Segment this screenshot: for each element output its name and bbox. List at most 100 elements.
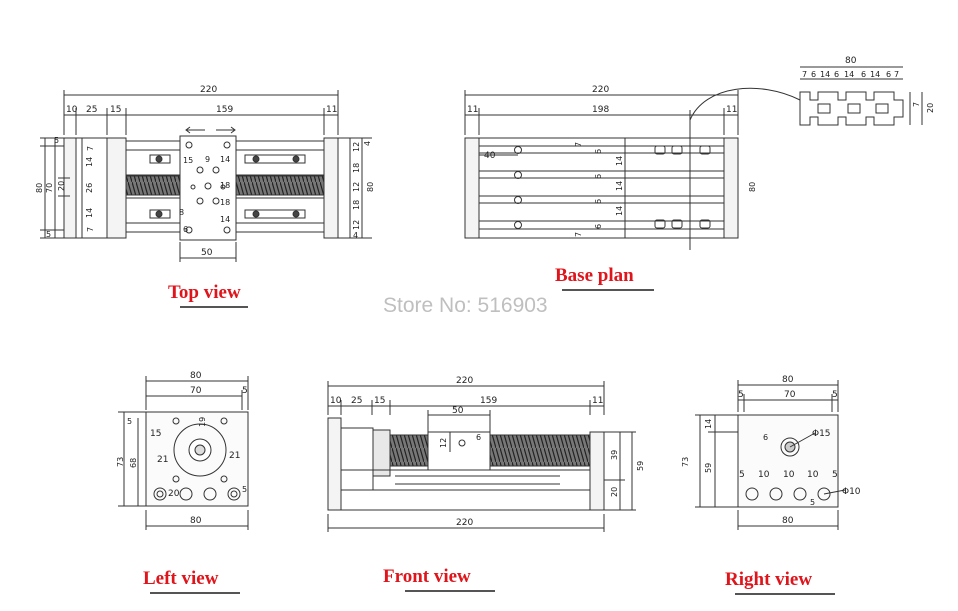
dim-profile-80: 80 [845,56,857,66]
dim-front-39: 39 [610,450,619,460]
dim-left-70: 70 [190,386,202,396]
dim-base-6c: 6 [594,199,603,204]
dim-base-7a: 7 [574,142,583,147]
dim-left-68: 68 [129,458,138,468]
dim-right-14: 14 [704,419,713,429]
dim-base-14b: 14 [615,181,624,191]
dim-front-220-bottom: 220 [456,518,473,528]
base-end-left [464,137,480,239]
dim-top-carriage-18b: 18 [220,198,230,207]
dim-front-overall: 220 [456,376,473,386]
dim-profile-7: 7 [912,102,921,107]
dim-right-5c: 5 [810,498,815,507]
right-bearing-hole [780,437,800,457]
dim-right-phi10: Φ10 [842,487,861,497]
dim-left-80-bottom: 80 [190,516,202,526]
dim-front-10: 10 [330,396,342,406]
dim-top-inner-7a: 7 [86,146,95,151]
dim-top-left-80: 80 [35,183,44,193]
store-watermark: Store No: 516903 [383,294,548,317]
dim-top-inner-26: 26 [85,183,94,193]
dim-top-25: 25 [86,105,97,115]
left-view-underline [150,592,240,594]
dim-left-5b: 5 [127,417,132,426]
base-plan: 220 11 198 11 40 7 6 14 6 [464,56,935,250]
dim-profile-seg: 7 [894,70,899,79]
dim-top-carriage-9: 9 [205,155,210,164]
top-end-plate-right [323,137,339,239]
dim-top-159: 159 [216,105,233,115]
dim-right-5b: 5 [832,390,838,400]
dim-top-right-12b: 12 [352,182,361,192]
profile-outline [799,91,904,126]
dim-profile-seg: 6 [886,70,891,79]
dim-base-7b: 7 [574,232,583,237]
dim-right-6: 6 [763,433,768,442]
front-view-underline [405,590,495,592]
dim-right-hole-5b: 5 [832,470,838,480]
front-view-title: Front view [383,566,471,587]
dim-right-hole-10a: 10 [758,470,770,480]
front-bearing-block [372,429,391,477]
dim-base-6a: 6 [594,149,603,154]
dim-base-198: 198 [592,105,609,115]
dim-left-21a: 21 [157,455,168,465]
dim-profile-seg: 14 [844,70,854,79]
dim-top-left-70: 70 [45,183,54,193]
front-end-plate-right [589,431,605,511]
left-view-title: Left view [143,568,219,589]
dim-base-40: 40 [484,151,496,161]
base-profile-body [478,137,725,239]
top-bearing-block [106,137,127,239]
right-view: 80 5 70 5 Φ15 6 Φ10 5 10 10 10 5 5 73 14… [681,375,861,530]
profile-section: 80 7 6 14 6 14 6 14 6 7 7 20 [799,56,935,126]
dim-profile-seg: 6 [861,70,866,79]
dim-left-5c: 5 [242,485,247,494]
base-end-right [723,137,739,239]
dim-front-6: 6 [476,433,481,442]
dim-top-50: 50 [201,248,213,258]
front-carriage [427,431,491,471]
dim-base-6d: 6 [594,224,603,229]
dim-right-80-top: 80 [782,375,794,385]
dim-top-15: 15 [110,105,121,115]
dim-front-15: 15 [374,396,385,406]
dim-top-left-5a: 5 [54,136,59,145]
front-base-rail [340,489,591,511]
top-view-underline [180,306,248,308]
dim-left-80-top: 80 [190,371,202,381]
dim-top-right-18a: 18 [352,163,361,173]
dim-profile-seg: 14 [870,70,880,79]
dim-left-21b: 21 [229,451,240,461]
dim-top-11: 11 [326,105,337,115]
dim-left-19: 19 [198,417,207,427]
left-view: 80 70 5 73 68 5 15 21 21 20 5 19 80 [116,371,249,530]
front-view: 220 10 25 15 159 11 50 12 6 [327,376,645,532]
top-view: 220 10 25 15 159 11 [35,85,375,262]
dim-top-left-20: 20 [57,181,66,191]
dim-top-carriage-8: 8 [179,208,184,217]
dim-front-12: 12 [439,438,448,448]
dim-front-59: 59 [636,461,645,471]
dim-base-6b: 6 [594,174,603,179]
base-plan-title: Base plan [555,265,634,286]
dim-front-50: 50 [452,406,464,416]
front-end-plate-left [327,417,342,511]
dim-base-80: 80 [748,182,757,192]
dim-top-right-80: 80 [366,182,375,192]
dim-front-11: 11 [592,396,603,406]
right-view-title: Right view [725,569,813,590]
base-plan-underline [562,289,654,291]
dim-top-10: 10 [66,105,78,115]
left-motor-ring [173,423,227,477]
dim-right-hole-5a: 5 [739,470,745,480]
dim-top-inner-14b: 14 [85,208,94,218]
dim-profile-seg: 14 [820,70,830,79]
dim-front-20: 20 [610,487,619,497]
dim-profile-seg: 6 [834,70,839,79]
dim-top-carriage-6: 6 [183,225,188,234]
right-view-underline [735,593,835,595]
dim-top-right-4b: 4 [353,231,358,240]
dim-top-right-18b: 18 [352,200,361,210]
dim-right-73: 73 [681,457,690,467]
